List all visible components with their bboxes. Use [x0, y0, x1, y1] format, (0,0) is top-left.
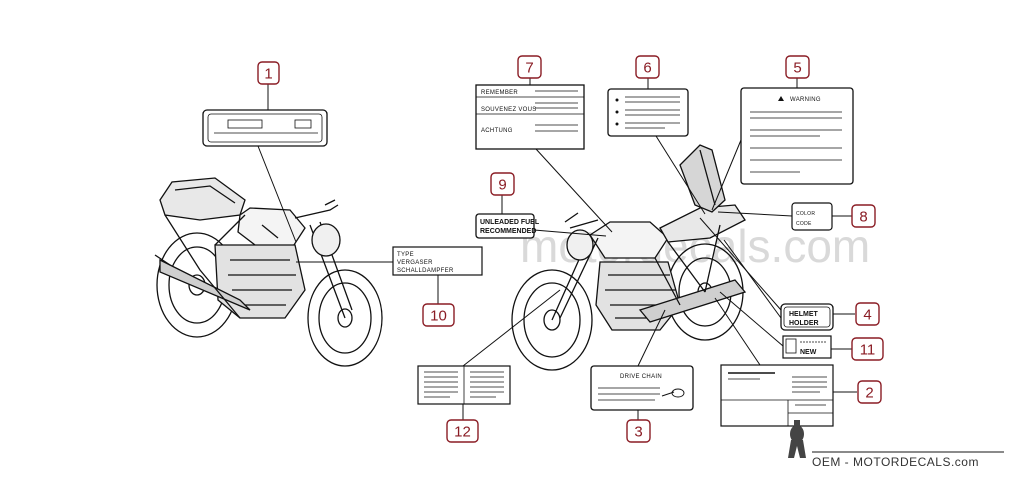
decal-2[interactable] [720, 364, 834, 427]
decal-1[interactable] [202, 109, 328, 147]
leader-lines [257, 78, 857, 420]
callout-1-number: 1 [264, 66, 272, 83]
decal-9-line-1: UNLEADED FUEL [480, 219, 540, 226]
callout-6[interactable]: 6 [635, 55, 660, 79]
decal-3-drive-chain: DRIVE CHAIN [620, 374, 662, 380]
callout-12[interactable]: 12 [446, 419, 479, 443]
callout-10[interactable]: 10 [422, 303, 455, 327]
decal-4-line-2: HOLDER [789, 320, 819, 327]
callout-6-number: 6 [643, 60, 651, 77]
decal-11[interactable]: NEW [782, 335, 832, 359]
callout-8[interactable]: 8 [851, 204, 876, 228]
decal-4-line-1: HELMET [789, 311, 819, 318]
decal-7[interactable]: REMEMBER SOUVENEZ VOUS ACHTUNG [475, 84, 585, 150]
decal-6[interactable] [607, 88, 689, 137]
decal-8-code: CODE [796, 221, 812, 227]
decal-5[interactable]: WARNING [740, 87, 854, 185]
decal-7-remember: REMEMBER [481, 90, 518, 96]
callout-5[interactable]: 5 [785, 55, 810, 79]
callout-2-number: 2 [865, 385, 873, 402]
decal-4[interactable]: HELMET HOLDER [780, 303, 834, 331]
callout-2[interactable]: 2 [857, 380, 882, 404]
decal-5-warning: WARNING [790, 97, 821, 103]
footer-brand: OEM - MOTORDECALS.com [788, 420, 1004, 469]
callout-8-number: 8 [859, 209, 867, 226]
callout-12-number: 12 [454, 424, 471, 441]
callout-7[interactable]: 7 [517, 55, 542, 79]
footer-text: OEM - MOTORDECALS.com [812, 455, 979, 469]
callout-7-number: 7 [525, 60, 533, 77]
decal-9-line-2: RECOMMENDED [480, 228, 536, 235]
callout-3[interactable]: 3 [626, 419, 651, 443]
callout-9[interactable]: 9 [490, 172, 515, 196]
callout-11-number: 11 [860, 342, 876, 359]
decal-10-schall: SCHALLDAMPFER [397, 268, 454, 274]
callout-4-number: 4 [863, 307, 871, 324]
decal-10-vergaser: VERGASER [397, 260, 433, 266]
decal-9[interactable]: UNLEADED FUEL RECOMMENDED [475, 213, 540, 239]
decal-12[interactable] [417, 365, 511, 405]
callout-3-number: 3 [634, 424, 642, 441]
decal-7-souvenez: SOUVENEZ VOUS [481, 107, 537, 113]
decal-3[interactable]: DRIVE CHAIN [590, 365, 694, 411]
decal-10-type: TYPE [397, 252, 414, 258]
decal-7-achtung: ACHTUNG [481, 128, 513, 134]
motorcycle-right [511, 144, 747, 371]
motorcycle-left [154, 177, 383, 367]
callout-1[interactable]: 1 [257, 61, 280, 85]
callout-9-number: 9 [498, 177, 506, 194]
decal-8-color: COLOR [796, 211, 815, 217]
callout-4[interactable]: 4 [855, 302, 880, 326]
brand-logo-icon [788, 420, 806, 458]
decal-10[interactable]: TYPE VERGASER SCHALLDAMPFER [392, 246, 483, 276]
callout-5-number: 5 [793, 60, 801, 77]
callout-10-number: 10 [430, 308, 447, 325]
decal-11-new: NEW [800, 349, 817, 356]
decal-8[interactable]: COLOR CODE [791, 202, 833, 231]
callout-11[interactable]: 11 [851, 337, 884, 361]
